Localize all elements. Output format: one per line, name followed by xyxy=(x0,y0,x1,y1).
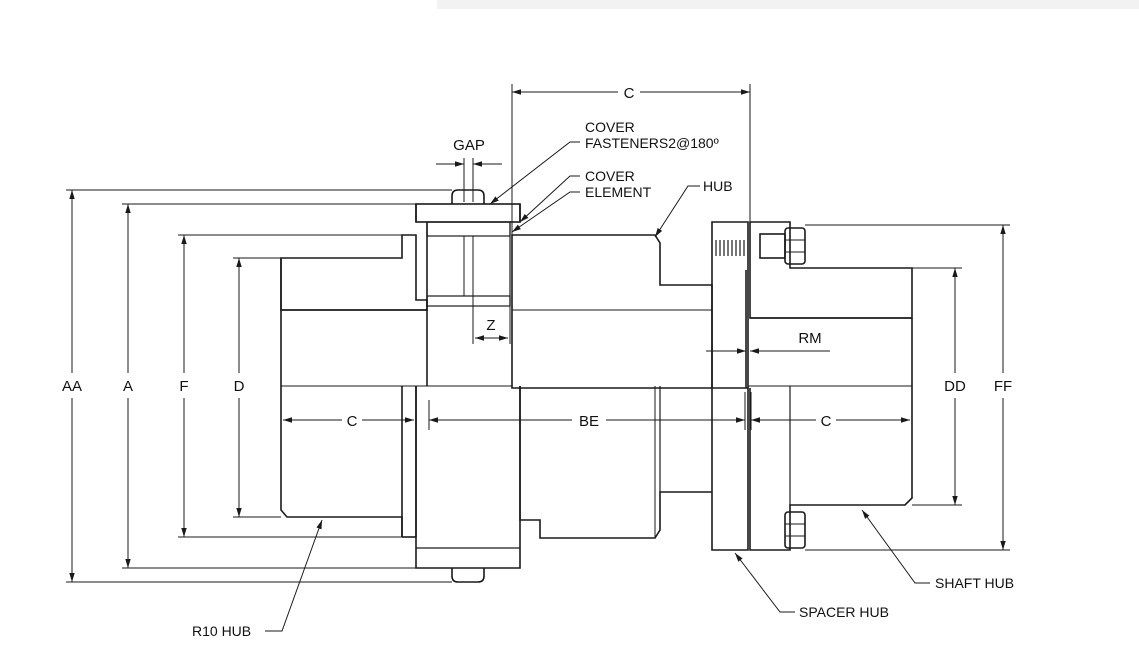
dimension-lines xyxy=(66,84,1010,583)
label-rm: RM xyxy=(798,330,821,347)
label-be: BE xyxy=(579,413,599,430)
label-cover-element-2: ELEMENT xyxy=(585,184,652,200)
label-c-left: C xyxy=(347,413,358,430)
label-spacer-hub: SPACER HUB xyxy=(799,604,889,620)
label-dd: DD xyxy=(944,378,966,395)
label-c-right: C xyxy=(821,413,832,430)
label-cover-element-1: COVER xyxy=(585,168,635,184)
label-cover-fasteners-2: FASTENERS2@180º xyxy=(585,135,719,151)
label-c-top: C xyxy=(624,85,635,102)
label-cover-fasteners-1: COVER xyxy=(585,119,635,135)
label-r10-hub: R10 HUB xyxy=(192,623,251,639)
label-aa: AA xyxy=(62,378,82,395)
label-shaft-hub: SHAFT HUB xyxy=(935,575,1014,591)
outlines xyxy=(280,189,913,583)
leader-lines xyxy=(265,141,930,632)
label-hub: HUB xyxy=(703,178,733,194)
label-z: Z xyxy=(486,317,495,334)
label-d: D xyxy=(234,378,245,395)
label-a: A xyxy=(123,378,133,395)
labels: C GAP COVER FASTENERS2@180º COVER ELEMEN… xyxy=(62,85,1014,639)
label-gap: GAP xyxy=(453,137,485,154)
label-ff: FF xyxy=(994,378,1012,395)
top-bar xyxy=(437,0,1139,9)
label-f: F xyxy=(179,378,188,395)
section-hatch xyxy=(280,221,913,389)
